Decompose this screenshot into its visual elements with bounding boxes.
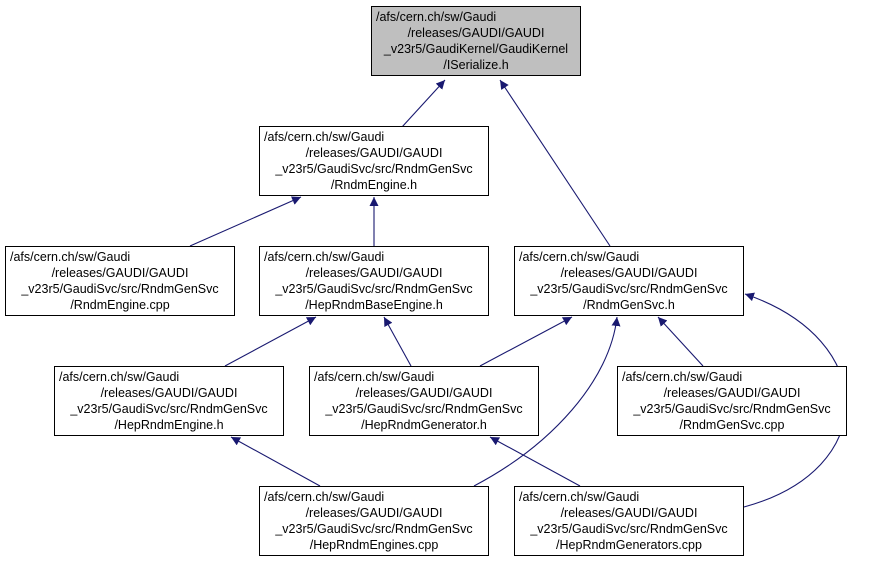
node-line: /releases/GAUDI/GAUDI — [305, 506, 443, 520]
node-iserialize-h[interactable]: /afs/cern.ch/sw/Gaudi /releases/GAUDI/GA… — [371, 6, 581, 76]
node-line: _v23r5/GaudiSvc/src/RndmGenSvc — [70, 402, 268, 416]
node-line: _v23r5/GaudiSvc/src/RndmGenSvc — [530, 282, 728, 296]
node-line: /afs/cern.ch/sw/Gaudi — [10, 250, 131, 264]
node-heprndmgenerators-cpp[interactable]: /afs/cern.ch/sw/Gaudi /releases/GAUDI/GA… — [514, 486, 744, 556]
edge-heprndmgenerator-h-to-heprndmbaseengine-h — [383, 316, 412, 367]
node-heprndmbaseengine-h[interactable]: /afs/cern.ch/sw/Gaudi /releases/GAUDI/GA… — [259, 246, 489, 316]
node-line: /RndmGenSvc.h — [583, 298, 675, 312]
edge-rndmgensvc-h-to-iserialize — [499, 79, 611, 247]
node-line: _v23r5/GaudiSvc/src/RndmGenSvc — [325, 402, 523, 416]
edge-rndmengine-h-to-iserialize — [401, 79, 446, 128]
node-line: /releases/GAUDI/GAUDI — [560, 506, 698, 520]
node-line: /releases/GAUDI/GAUDI — [100, 386, 238, 400]
node-line: /releases/GAUDI/GAUDI — [355, 386, 493, 400]
node-line: /afs/cern.ch/sw/Gaudi — [264, 130, 385, 144]
node-line: _v23r5/GaudiSvc/src/RndmGenSvc — [275, 162, 473, 176]
edge-heprndmengines-cpp-to-rndmgensvc-h — [473, 316, 621, 487]
edge-rndmengine-cpp-to-rndmengine-h — [189, 196, 302, 247]
node-line: /releases/GAUDI/GAUDI — [407, 26, 545, 40]
node-line: _v23r5/GaudiSvc/src/RndmGenSvc — [21, 282, 219, 296]
node-line: _v23r5/GaudiSvc/src/RndmGenSvc — [530, 522, 728, 536]
node-line: /releases/GAUDI/GAUDI — [560, 266, 698, 280]
node-line: /afs/cern.ch/sw/Gaudi — [519, 490, 640, 504]
node-line: /HepRndmEngine.h — [114, 418, 224, 432]
node-heprndmengine-h[interactable]: /afs/cern.ch/sw/Gaudi /releases/GAUDI/GA… — [54, 366, 284, 436]
node-line: /afs/cern.ch/sw/Gaudi — [264, 490, 385, 504]
node-line: /releases/GAUDI/GAUDI — [51, 266, 189, 280]
node-line: /releases/GAUDI/GAUDI — [663, 386, 801, 400]
node-line: /HepRndmBaseEngine.h — [305, 298, 443, 312]
node-rndmengine-h[interactable]: /afs/cern.ch/sw/Gaudi /releases/GAUDI/GA… — [259, 126, 489, 196]
edge-rndmgensvc-cpp-to-rndmgensvc-h — [657, 316, 704, 367]
node-heprndmgenerator-h[interactable]: /afs/cern.ch/sw/Gaudi /releases/GAUDI/GA… — [309, 366, 539, 436]
node-line: _v23r5/GaudiSvc/src/RndmGenSvc — [275, 522, 473, 536]
node-line: /afs/cern.ch/sw/Gaudi — [314, 370, 435, 384]
node-line: _v23r5/GaudiKernel/GaudiKernel — [383, 42, 569, 56]
node-line: _v23r5/GaudiSvc/src/RndmGenSvc — [275, 282, 473, 296]
node-line: /afs/cern.ch/sw/Gaudi — [264, 250, 385, 264]
edge-heprndmengines-cpp-to-heprndmengine-h — [230, 436, 321, 487]
node-line: /RndmEngine.cpp — [70, 298, 170, 312]
node-line: /afs/cern.ch/sw/Gaudi — [519, 250, 640, 264]
node-line: /releases/GAUDI/GAUDI — [305, 266, 443, 280]
node-rndmgensvc-h[interactable]: /afs/cern.ch/sw/Gaudi /releases/GAUDI/GA… — [514, 246, 744, 316]
node-line: /releases/GAUDI/GAUDI — [305, 146, 443, 160]
node-rndmengine-cpp[interactable]: /afs/cern.ch/sw/Gaudi /releases/GAUDI/GA… — [5, 246, 235, 316]
node-rndmgensvc-cpp[interactable]: /afs/cern.ch/sw/Gaudi /releases/GAUDI/GA… — [617, 366, 847, 436]
node-line: /HepRndmGenerator.h — [361, 418, 487, 432]
node-heprndmengines-cpp[interactable]: /afs/cern.ch/sw/Gaudi /releases/GAUDI/GA… — [259, 486, 489, 556]
node-line: /RndmGenSvc.cpp — [679, 418, 785, 432]
node-line: /afs/cern.ch/sw/Gaudi — [376, 10, 497, 24]
node-line: _v23r5/GaudiSvc/src/RndmGenSvc — [633, 402, 831, 416]
node-line: /afs/cern.ch/sw/Gaudi — [59, 370, 180, 384]
node-line: /HepRndmGenerators.cpp — [556, 538, 702, 552]
node-line: /ISerialize.h — [443, 58, 509, 72]
node-line: /RndmEngine.h — [330, 178, 418, 192]
edge-heprndmgenerator-h-to-rndmgensvc-h — [479, 316, 573, 367]
edge-heprndmgenerators-cpp-to-heprndmgenerator-h — [489, 436, 581, 487]
node-line: /HepRndmEngines.cpp — [309, 538, 439, 552]
edge-heprndmengine-h-to-heprndmbaseengine-h — [224, 316, 317, 367]
node-line: /afs/cern.ch/sw/Gaudi — [622, 370, 743, 384]
